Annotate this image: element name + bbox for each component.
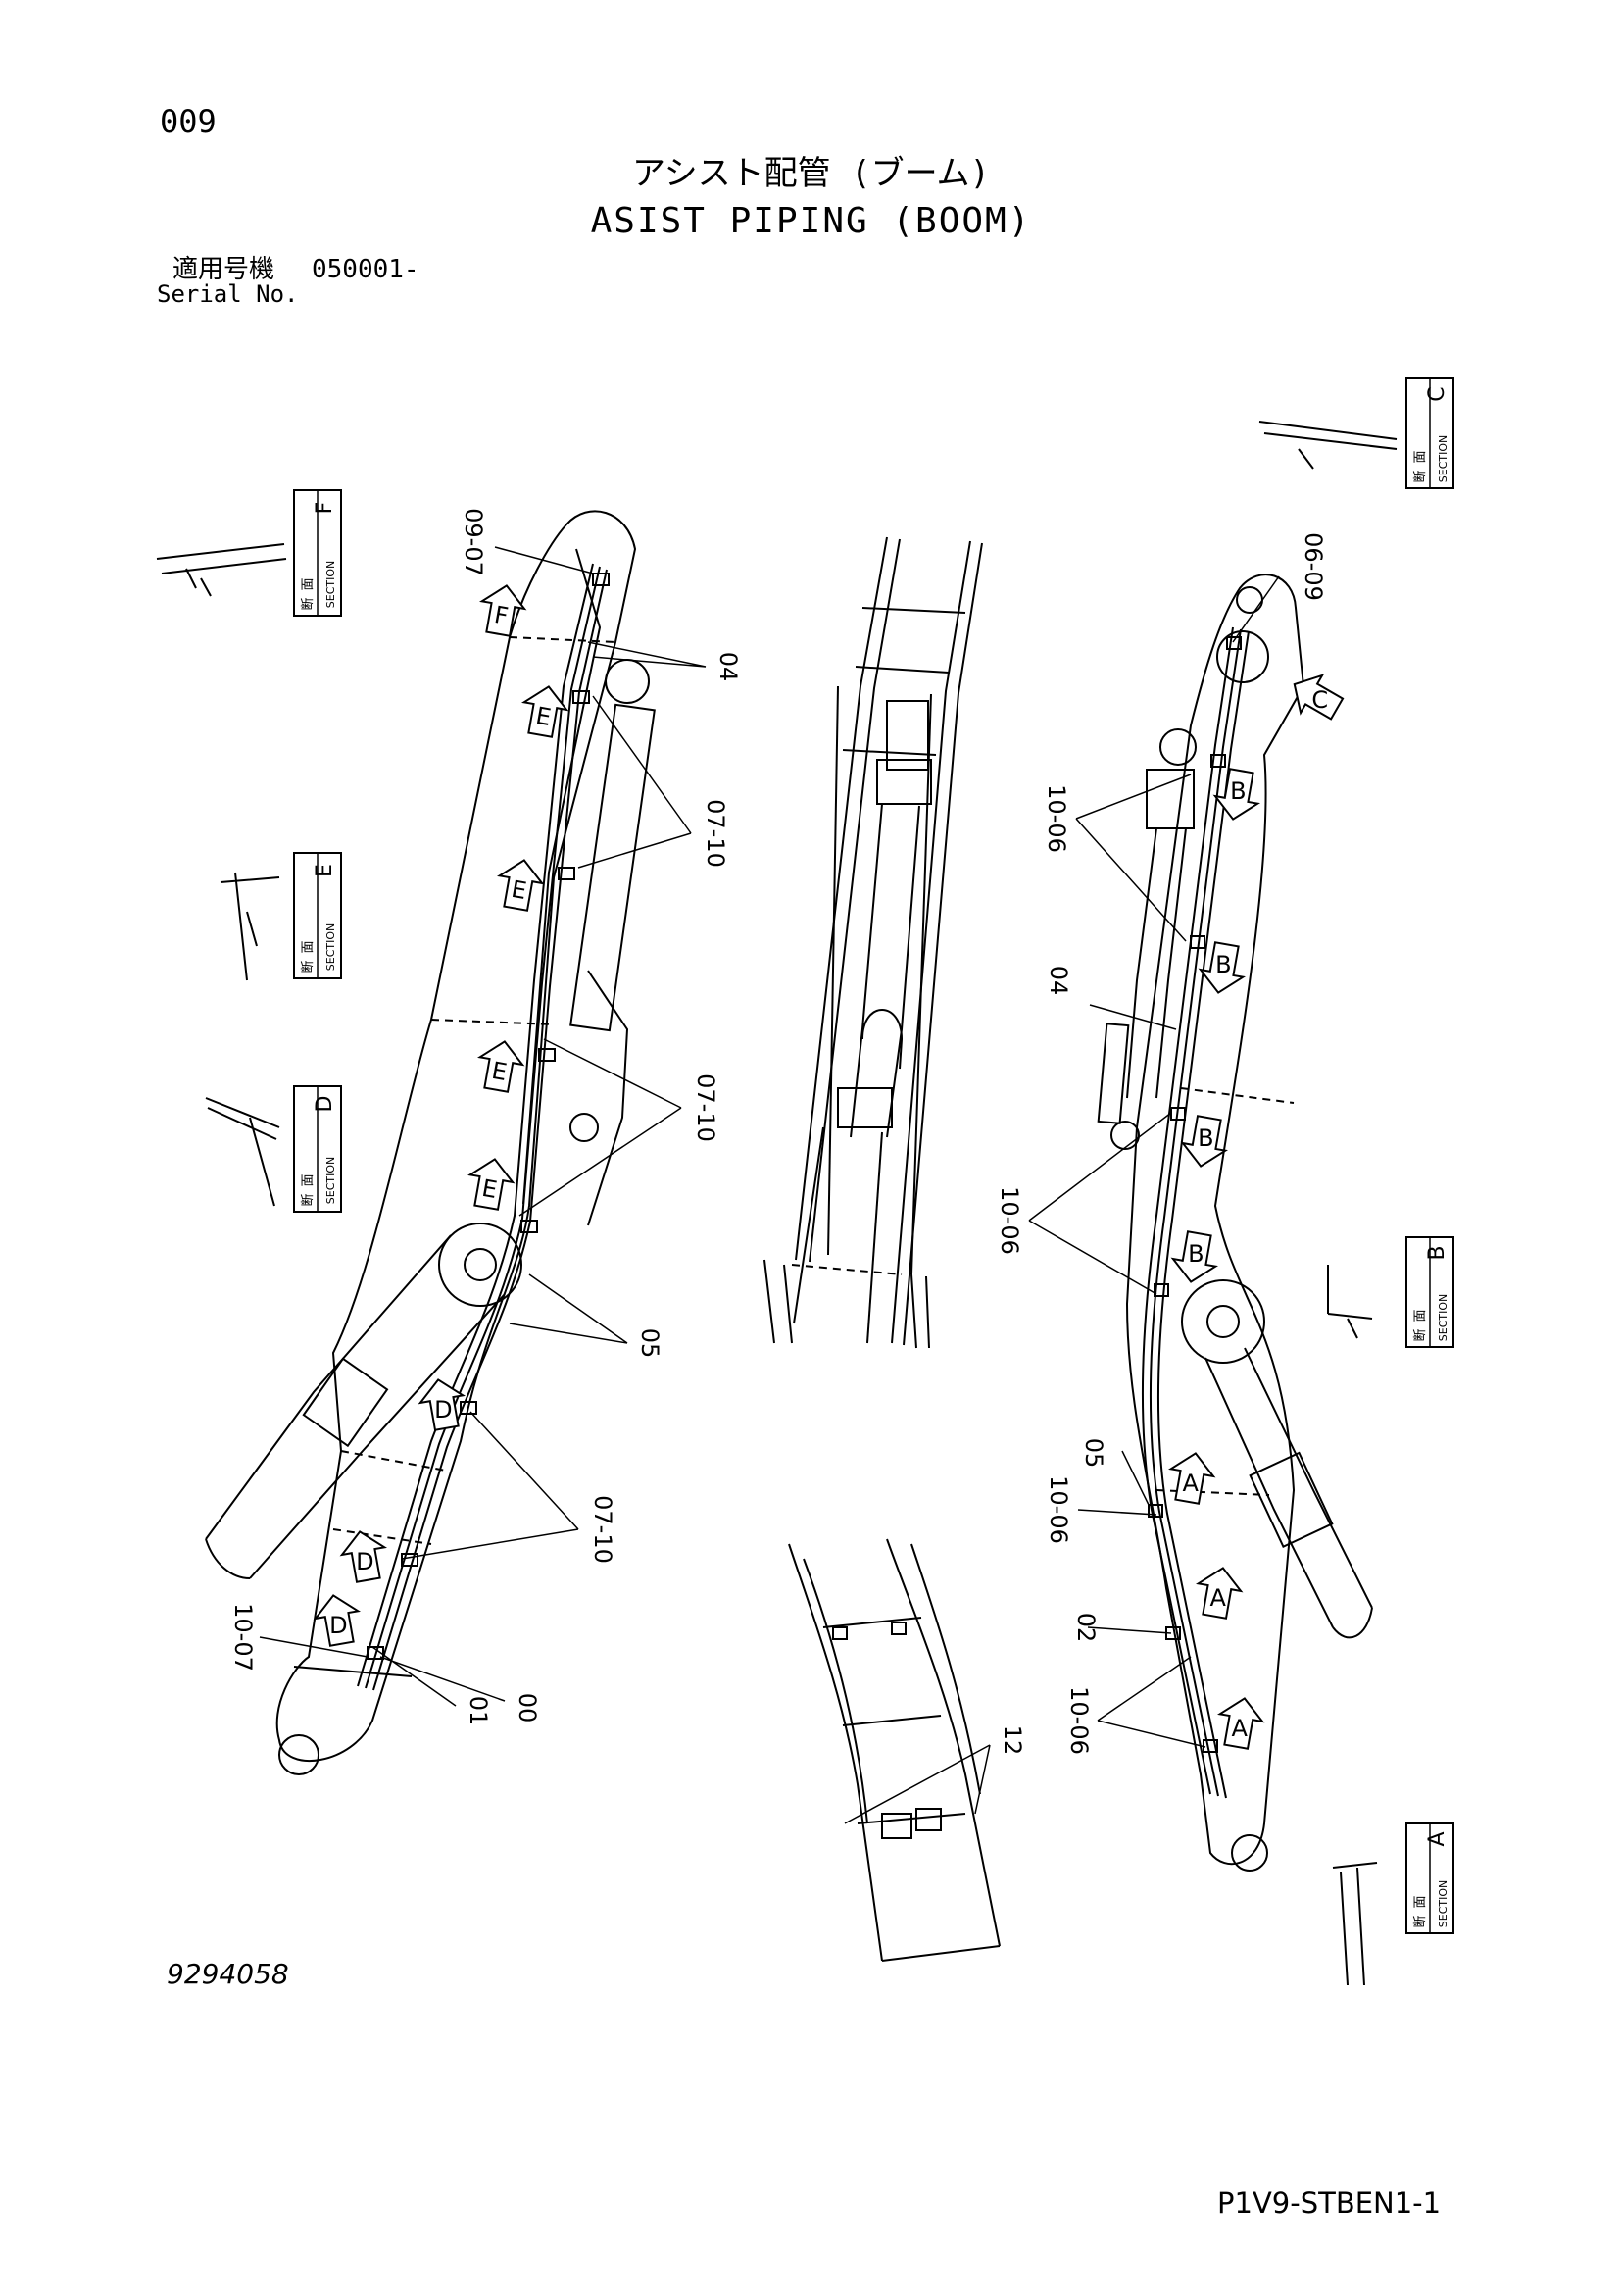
section-arrow: A xyxy=(1217,1697,1265,1750)
callout-label: 02 xyxy=(1072,1613,1100,1643)
section-box-kanji-2: 面 xyxy=(1413,450,1428,463)
callout-label: 00 xyxy=(514,1693,541,1723)
right-boom-view xyxy=(1097,574,1373,1872)
section-arrow: B xyxy=(1180,1115,1228,1168)
callout-label: 10-07 xyxy=(229,1603,257,1672)
section-detail-sketches xyxy=(156,421,1398,1986)
callout-label: 01 xyxy=(465,1696,492,1726)
section-arrow-letter: A xyxy=(1209,1584,1226,1612)
section-box-letter: F xyxy=(313,502,337,515)
section-arrow-letter: A xyxy=(1231,1715,1248,1742)
section-box-kanji-2: 面 xyxy=(301,940,316,953)
callout-label: 12 xyxy=(999,1725,1026,1756)
section-box-kanji-2: 面 xyxy=(1413,1895,1428,1908)
left-boom-view xyxy=(205,510,656,1775)
callout-label: 07-10 xyxy=(589,1495,616,1564)
section-arrow: C xyxy=(1293,674,1345,721)
callout-label: 07-10 xyxy=(692,1073,719,1142)
section-arrow-letter: E xyxy=(510,875,529,905)
section-box-kanji-1: 断 xyxy=(1413,1328,1428,1341)
section-box-kanji-1: 断 xyxy=(301,960,316,973)
callout-label: 04 xyxy=(1045,966,1072,996)
section-box-kanji-2: 面 xyxy=(301,1173,316,1186)
callout-label: 10-06 xyxy=(996,1186,1023,1255)
section-box-F: 断 面 SECTION F xyxy=(293,489,342,617)
serial-label-english: Serial No. xyxy=(157,280,299,308)
section-box-C: 断 面 SECTION C xyxy=(1405,377,1454,489)
callout-label: 07-10 xyxy=(702,799,729,868)
serial-number: 050001- xyxy=(312,255,419,284)
section-arrow-letter: C xyxy=(1311,686,1328,714)
section-box-A: 断 面 SECTION A xyxy=(1405,1822,1454,1934)
section-box-word: SECTION xyxy=(1437,1880,1450,1927)
section-box-D: 断 面 SECTION D xyxy=(293,1085,342,1213)
section-arrow: B xyxy=(1198,941,1246,994)
section-arrow-letter: F xyxy=(492,601,510,630)
sheet-code: P1V9-STBEN1-1 xyxy=(1217,2186,1442,2220)
section-arrow: D xyxy=(339,1530,387,1583)
section-arrow-letter: E xyxy=(534,702,554,731)
section-arrow-letter: B xyxy=(1215,951,1231,978)
section-arrow-letter: D xyxy=(329,1612,347,1639)
section-box-letter: D xyxy=(313,1096,337,1113)
section-box-word: SECTION xyxy=(1437,1294,1450,1341)
middle-top-view xyxy=(763,536,983,1349)
callout-label: 10-06 xyxy=(1065,1686,1093,1755)
section-box-letter: E xyxy=(313,864,337,877)
section-arrow-letter: B xyxy=(1188,1240,1204,1268)
section-arrow: B xyxy=(1170,1230,1218,1283)
callout-label: 10-06 xyxy=(1043,784,1070,853)
section-arrow: B xyxy=(1212,768,1260,821)
callout-label: 09-07 xyxy=(460,508,487,576)
section-arrow-letter: B xyxy=(1230,777,1246,805)
callout-label: 10-06 xyxy=(1045,1475,1072,1544)
serial-label-japanese: 適用号機 xyxy=(172,255,275,284)
section-box-kanji-1: 断 xyxy=(1413,470,1428,482)
section-arrow-letter: B xyxy=(1198,1124,1213,1152)
callout-labels: 09-07 04 07-10 07-10 05 07-10 10-07 01 0… xyxy=(229,508,1327,1755)
section-arrow: E xyxy=(497,859,545,912)
section-box-word: SECTION xyxy=(324,561,337,608)
callout-leaders xyxy=(259,546,1280,1824)
section-box-word: SECTION xyxy=(1437,435,1450,482)
callout-label: 04 xyxy=(714,652,742,682)
section-arrow: A xyxy=(1196,1567,1244,1620)
section-box-B: 断 面 SECTION B xyxy=(1405,1236,1454,1348)
section-arrow-letter: E xyxy=(480,1174,500,1204)
callout-label: 05 xyxy=(1080,1438,1107,1469)
section-arrow: A xyxy=(1168,1452,1216,1505)
title-japanese: アシスト配管 (ブーム) xyxy=(631,154,991,193)
bottom-middle-view xyxy=(788,1538,1001,1962)
section-box-letter: B xyxy=(1425,1245,1450,1260)
section-arrows: F E E E E D D D xyxy=(313,584,1345,1750)
title-english: ASIST PIPING (BOOM) xyxy=(590,201,1032,241)
section-box-word: SECTION xyxy=(324,923,337,971)
section-box-letter: C xyxy=(1425,386,1450,401)
drawing-number: 9294058 xyxy=(167,1958,289,1990)
section-arrow: D xyxy=(313,1594,361,1647)
section-box-kanji-1: 断 xyxy=(1413,1915,1428,1927)
section-box-kanji-1: 断 xyxy=(301,597,316,610)
section-box-E: 断 面 SECTION E xyxy=(293,852,342,979)
section-box-kanji-2: 面 xyxy=(301,577,316,590)
section-box-kanji-2: 面 xyxy=(1413,1309,1428,1322)
callout-label: 06-09 xyxy=(1300,532,1327,601)
section-arrow: D xyxy=(418,1378,466,1431)
section-arrow-letter: D xyxy=(434,1396,452,1423)
section-arrow: F xyxy=(479,584,527,637)
section-arrow: E xyxy=(521,685,569,738)
callout-label: 05 xyxy=(636,1328,664,1359)
section-box-kanji-1: 断 xyxy=(301,1193,316,1206)
section-box-letter: A xyxy=(1425,1831,1450,1846)
section-arrow: E xyxy=(467,1158,516,1211)
section-arrow: E xyxy=(477,1040,525,1093)
section-box-word: SECTION xyxy=(324,1157,337,1204)
section-arrow-letter: A xyxy=(1182,1470,1199,1497)
page-number: 009 xyxy=(160,103,217,140)
section-arrow-letter: E xyxy=(490,1057,510,1086)
section-arrow-letter: D xyxy=(356,1548,373,1575)
